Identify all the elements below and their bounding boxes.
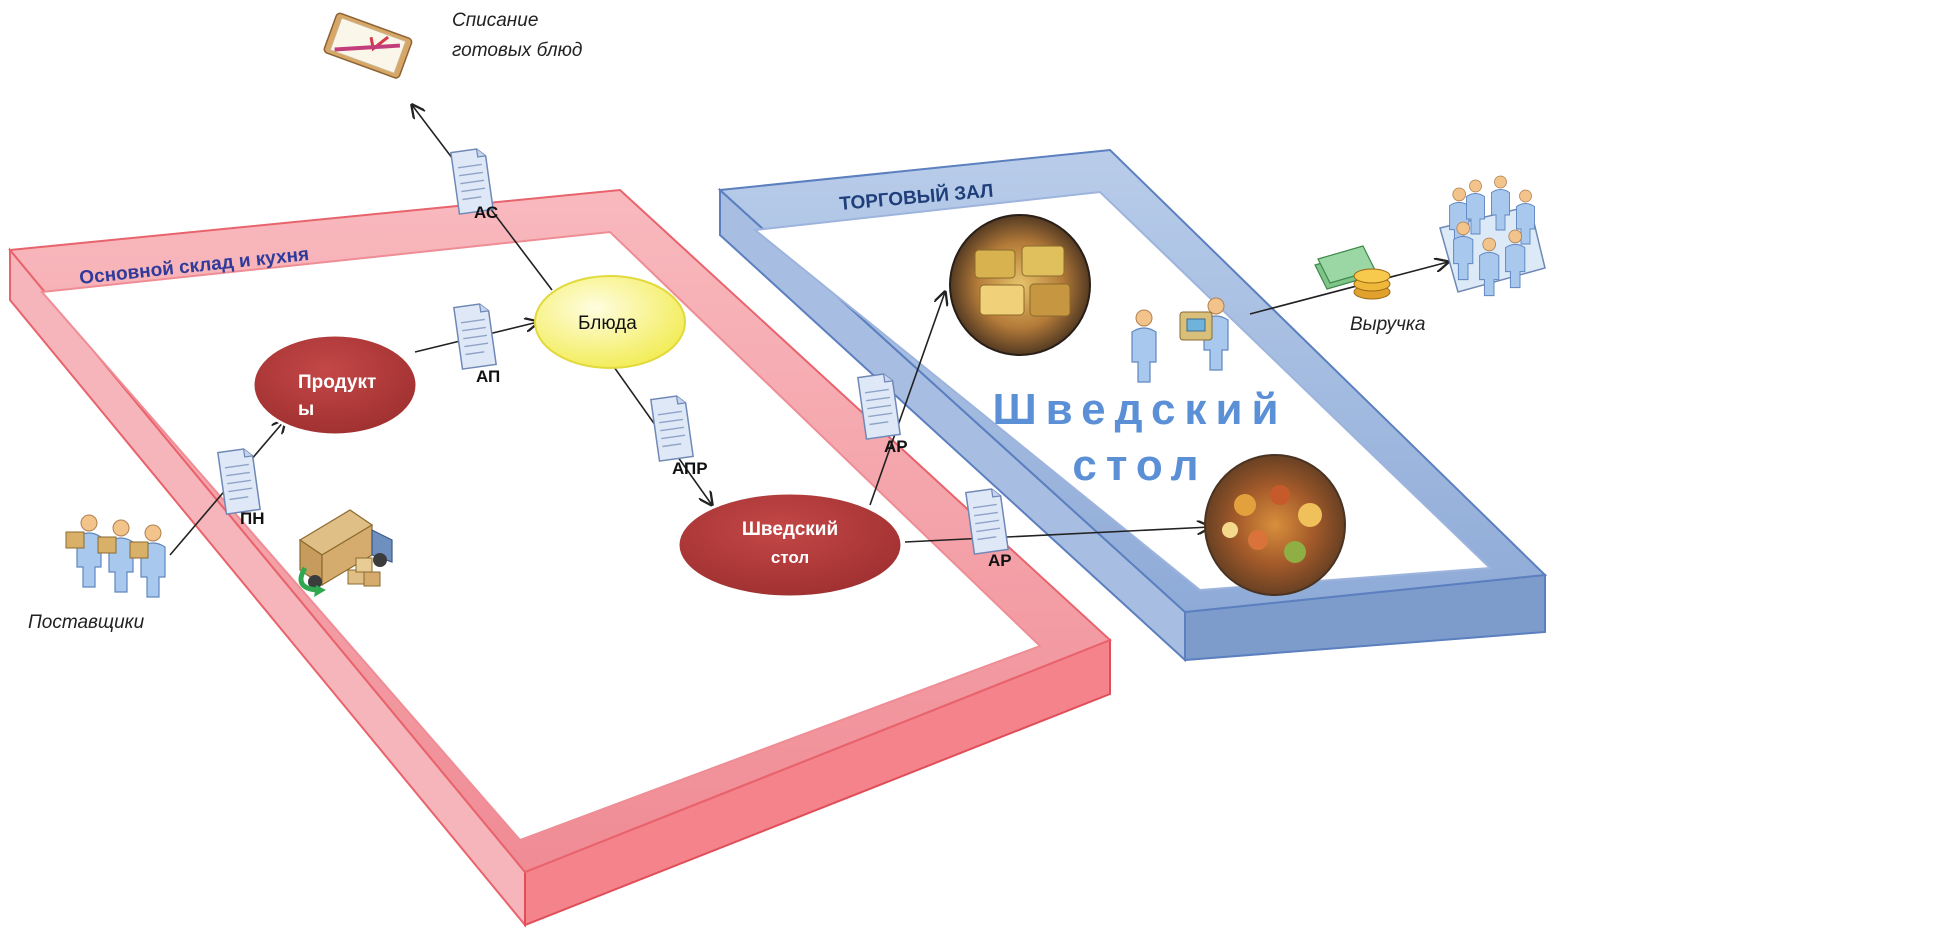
buffet-node-line2: стол xyxy=(771,548,809,567)
delivery-truck-icon xyxy=(298,509,393,597)
document-icon-apr: АПР xyxy=(650,394,708,478)
doc-ap-label: АП xyxy=(476,367,500,386)
doc-ac-label: АС xyxy=(474,203,498,222)
buffet-node-line1: Шведский xyxy=(742,519,838,540)
document-icon-ar1: АР xyxy=(857,372,908,456)
document-icon-ac: АС xyxy=(450,147,498,222)
buffet-big-line1: Шведский xyxy=(992,385,1287,434)
products-node-line2: ы xyxy=(298,399,314,420)
doc-apr-label: АПР xyxy=(672,459,708,478)
doc-ar1-label: АР xyxy=(884,437,908,456)
supplier-people-icon xyxy=(65,514,166,598)
doc-ar2-label: АР xyxy=(988,551,1012,570)
clipboard-icon xyxy=(323,12,413,79)
dishes-node-label: Блюда xyxy=(578,313,637,334)
document-icon-pn: ПН xyxy=(217,447,265,528)
suppliers-label: Поставщики xyxy=(28,612,145,633)
buffet-photo-1 xyxy=(949,214,1091,356)
dishes-node: Блюда xyxy=(534,275,686,369)
writeoff-label-line2: готовых блюд xyxy=(452,40,582,61)
buffet-photo-2 xyxy=(1204,454,1346,596)
revenue-label: Выручка xyxy=(1350,314,1425,335)
products-node-line1: Продукт xyxy=(298,372,376,393)
doc-pn-label: ПН xyxy=(240,509,265,528)
meeting-table-icon xyxy=(1439,175,1546,297)
arrow-cashier-to-table xyxy=(1249,262,1448,315)
document-icon-ap: АП xyxy=(453,302,500,386)
products-node: Продукт ы xyxy=(251,333,419,437)
writeoff-label-line1: Списание xyxy=(452,10,538,31)
buffet-node: Шведский стол xyxy=(676,491,904,599)
buffet-big-line2: стол xyxy=(1072,441,1207,490)
arrow-buffet-to-photo1 xyxy=(869,292,945,506)
document-icon-ar2: АР xyxy=(965,487,1012,570)
arrow-buffet-to-photo2 xyxy=(904,527,1210,543)
cashier-person-icon xyxy=(1131,297,1229,383)
money-icon xyxy=(1314,245,1391,300)
